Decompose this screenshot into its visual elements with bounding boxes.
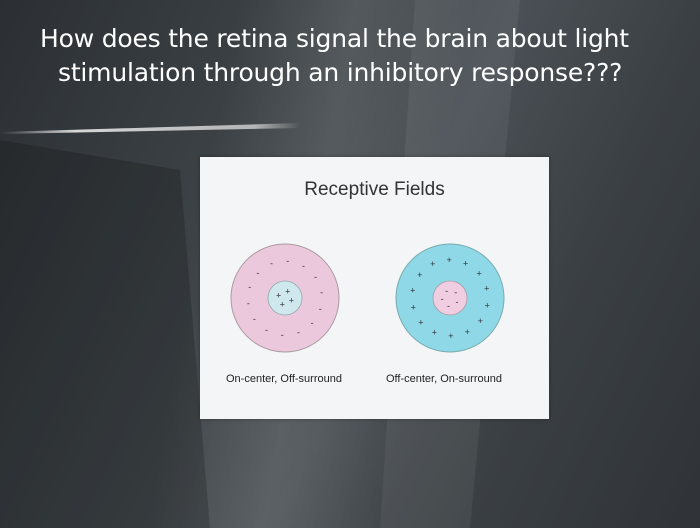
right-surround-sign: + bbox=[448, 331, 453, 341]
right-surround-sign: + bbox=[485, 301, 490, 311]
right-center-sign: - bbox=[456, 297, 459, 307]
left-center-sign: + bbox=[285, 287, 290, 297]
right-surround-sign: + bbox=[484, 284, 489, 294]
right-surround-sign: + bbox=[410, 286, 415, 296]
right-surround-sign: + bbox=[430, 259, 435, 269]
right-center-sign: - bbox=[454, 288, 457, 298]
right-surround-sign: + bbox=[417, 270, 422, 280]
right-surround-sign: + bbox=[465, 327, 470, 337]
right-surround-sign: + bbox=[476, 269, 481, 279]
right-caption: Off-center, On-surround bbox=[386, 373, 502, 385]
left-surround-sign: - bbox=[314, 272, 317, 282]
left-surround-sign: - bbox=[286, 256, 289, 266]
heading-line-2: stimulation through an inhibitory respon… bbox=[58, 58, 623, 87]
right-center bbox=[432, 280, 468, 316]
left-center-sign: + bbox=[289, 296, 294, 306]
on-center-field: -------------- ++++ bbox=[230, 243, 340, 353]
right-surround-sign: + bbox=[418, 317, 423, 327]
left-surround-sign: - bbox=[311, 318, 314, 328]
left-surround-sign: - bbox=[248, 282, 251, 292]
right-surround-sign: + bbox=[432, 328, 437, 338]
left-surround-sign: - bbox=[302, 261, 305, 271]
left-surround-signs: -------------- bbox=[247, 256, 323, 340]
left-center-sign: + bbox=[276, 290, 281, 300]
slide-heading: How does the retina signal the brain abo… bbox=[40, 22, 680, 90]
right-surround-sign: + bbox=[411, 302, 416, 312]
left-caption: On-center, Off-surround bbox=[226, 373, 342, 385]
right-center-sign: - bbox=[445, 286, 448, 296]
right-surround-sign: + bbox=[446, 255, 451, 265]
off-center-field: ++++++++++++++ ----- bbox=[395, 243, 505, 353]
left-center-sign: + bbox=[280, 299, 285, 309]
left-surround-sign: - bbox=[247, 299, 250, 309]
left-center-signs: ++++ bbox=[276, 287, 294, 310]
projected-slide: Receptive Fields -------------- ++++ +++… bbox=[200, 157, 549, 419]
right-surround-sign: + bbox=[478, 316, 483, 326]
light-streak bbox=[0, 123, 300, 134]
heading-line-1: How does the retina signal the brain abo… bbox=[40, 24, 629, 53]
slide-title: Receptive Fields bbox=[304, 179, 445, 200]
left-surround-sign: - bbox=[253, 314, 256, 324]
left-surround-sign: - bbox=[265, 325, 268, 335]
left-surround-sign: - bbox=[319, 304, 322, 314]
left-surround-sign: - bbox=[270, 259, 273, 269]
left-center bbox=[267, 280, 303, 316]
left-surround-sign: - bbox=[256, 268, 259, 278]
left-surround-sign: - bbox=[320, 288, 323, 298]
right-center-sign: - bbox=[447, 301, 450, 311]
right-surround-signs: ++++++++++++++ bbox=[410, 255, 490, 341]
left-surround-sign: - bbox=[297, 328, 300, 338]
right-center-sign: - bbox=[441, 294, 444, 304]
right-center-signs: ----- bbox=[441, 286, 459, 311]
left-surround-sign: - bbox=[281, 330, 284, 340]
receptive-fields-figure: -------------- ++++ ++++++++++++++ ----- bbox=[230, 243, 505, 353]
right-surround-sign: + bbox=[463, 258, 468, 268]
